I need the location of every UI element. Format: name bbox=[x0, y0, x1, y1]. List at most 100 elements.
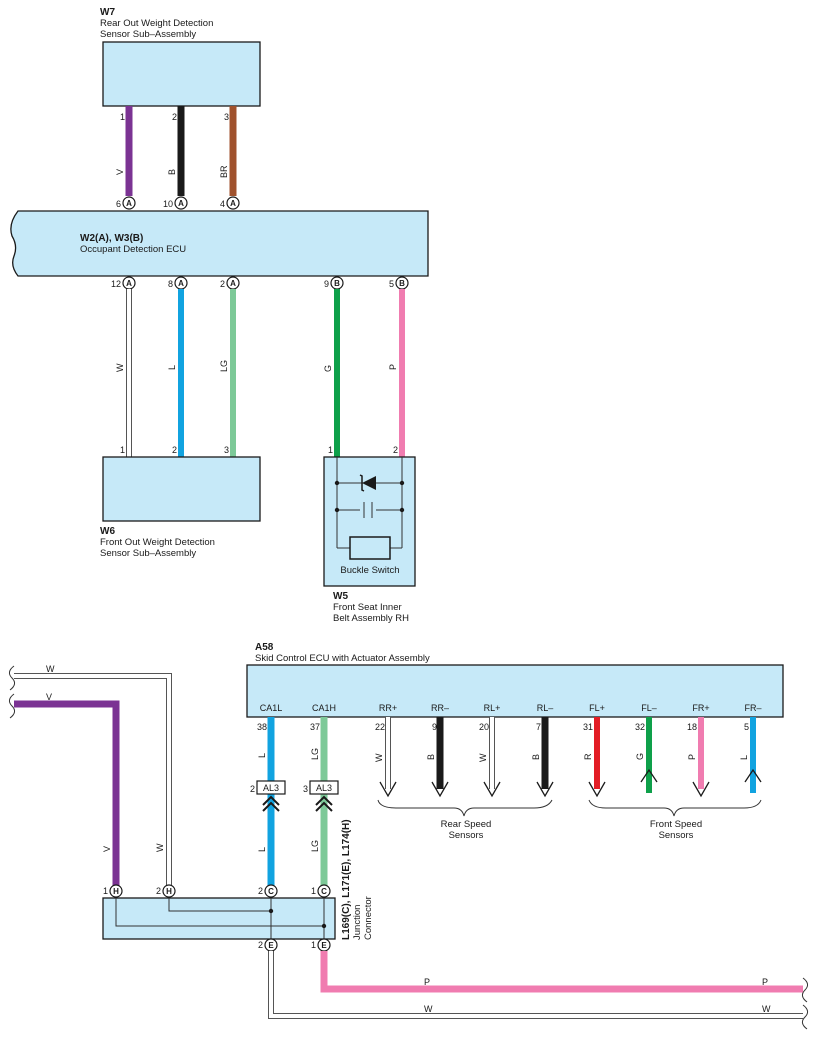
a58-pin-9: 9 bbox=[432, 722, 437, 732]
w6-pin-1: 1 bbox=[120, 445, 125, 455]
ecu-pin-5: 5 bbox=[389, 279, 394, 289]
arrow-fr-plus-icon bbox=[692, 781, 710, 798]
ecu-code: W2(A), W3(B) bbox=[80, 233, 143, 244]
wire-code-b: B bbox=[167, 169, 177, 175]
ecu-conn-letter: B bbox=[399, 279, 405, 288]
wire-code-v-left: V bbox=[46, 692, 52, 702]
term-rl-minus: RL– bbox=[537, 703, 554, 713]
wire-code-p-bottom-right: P bbox=[762, 977, 768, 987]
wire-code-lg: LG bbox=[219, 360, 229, 372]
wire-break-icon bbox=[801, 1004, 809, 1030]
front-sensors-line2: Sensors bbox=[659, 830, 694, 841]
ecu-pin-10: 10 bbox=[163, 199, 173, 209]
wire-code-p: P bbox=[388, 364, 398, 370]
al3-label: AL3 bbox=[316, 783, 332, 793]
wire-code-rr-minus: B bbox=[426, 754, 436, 760]
ecu-conn-letter: A bbox=[126, 199, 132, 208]
al3-label: AL3 bbox=[263, 783, 279, 793]
wire-code-l: L bbox=[167, 365, 177, 370]
junction-conn-letter: C bbox=[268, 887, 274, 896]
wire-code-ca1h: LG bbox=[310, 748, 320, 760]
wire-code-g: G bbox=[323, 365, 333, 372]
junction-code: L169(C), L171(E), L174(H) bbox=[341, 819, 352, 940]
al3-pin-3: 3 bbox=[303, 784, 308, 794]
ecu-conn-a-badge bbox=[226, 196, 240, 210]
wire-code-w: W bbox=[115, 363, 125, 372]
rear-sensors-brace bbox=[377, 799, 553, 817]
junction-connector-box bbox=[102, 897, 336, 940]
term-rr-plus: RR+ bbox=[379, 703, 397, 713]
a58-pin-32: 32 bbox=[635, 722, 645, 732]
wire-code-fl-minus: G bbox=[635, 753, 645, 760]
ecu-conn-letter: A bbox=[126, 279, 132, 288]
term-fr-plus: FR+ bbox=[692, 703, 709, 713]
ecu-conn-letter: A bbox=[178, 279, 184, 288]
wire-code-fr-minus: L bbox=[739, 755, 749, 760]
ecu-conn-a-badge bbox=[174, 196, 188, 210]
a58-pin-31: 31 bbox=[583, 722, 593, 732]
junction-conn-c-badge bbox=[264, 884, 278, 898]
wire-break-icon bbox=[801, 977, 809, 1003]
wire-v-left-to-junction bbox=[14, 700, 120, 886]
a58-pin-18: 18 bbox=[687, 722, 697, 732]
front-sensors-brace bbox=[588, 799, 762, 817]
al3-connector-box bbox=[256, 780, 286, 795]
wire-code-w-bottom-right: W bbox=[762, 1004, 771, 1014]
w6-name-line2: Sensor Sub–Assembly bbox=[100, 548, 196, 559]
w7-code: W7 bbox=[100, 7, 115, 18]
w5-internal-circuit bbox=[334, 457, 405, 560]
chevron-up-icon bbox=[262, 795, 280, 812]
a58-pin-37: 37 bbox=[310, 722, 320, 732]
wire-code-w-vertical: W bbox=[155, 843, 165, 852]
junction-pin-h2: 2 bbox=[156, 886, 161, 896]
w5-pin-2: 2 bbox=[393, 445, 398, 455]
wire-code-fl-plus: R bbox=[583, 753, 593, 760]
w6-sensor-box bbox=[102, 456, 261, 522]
wire-code-w-left: W bbox=[46, 664, 55, 674]
junction-conn-letter: E bbox=[268, 941, 274, 950]
w6-code: W6 bbox=[100, 526, 115, 537]
term-fl-minus: FL– bbox=[641, 703, 657, 713]
ecu-conn-letter: A bbox=[230, 199, 236, 208]
arrow-rl-plus-icon bbox=[483, 781, 501, 798]
wire-code-rl-minus: B bbox=[531, 754, 541, 760]
junction-pin-h1: 1 bbox=[103, 886, 108, 896]
term-ca1h: CA1H bbox=[312, 703, 336, 713]
w5-pin-1: 1 bbox=[328, 445, 333, 455]
a58-pin-22: 22 bbox=[375, 722, 385, 732]
junction-pin-e2: 2 bbox=[258, 940, 263, 950]
al3-connector-box bbox=[309, 780, 339, 795]
ecu-pin-8: 8 bbox=[168, 279, 173, 289]
w6-pin-3: 3 bbox=[224, 445, 229, 455]
w7-pin-1: 1 bbox=[120, 112, 125, 122]
ecu-conn-letter: B bbox=[334, 279, 340, 288]
junction-pin-c1: 1 bbox=[311, 886, 316, 896]
arrow-rr-minus-icon bbox=[431, 781, 449, 798]
wire-outline bbox=[268, 951, 803, 1019]
wire-code-rr-plus: W bbox=[374, 753, 384, 762]
junction-pin-c2: 2 bbox=[258, 886, 263, 896]
w7-pin-2: 2 bbox=[172, 112, 177, 122]
wire-code-br: BR bbox=[219, 165, 229, 178]
a58-pin-5: 5 bbox=[744, 722, 749, 732]
junction-conn-letter: H bbox=[166, 887, 172, 896]
occupant-ecu-box bbox=[10, 210, 429, 277]
rear-sensors-line2: Sensors bbox=[449, 830, 484, 841]
ecu-pin-4: 4 bbox=[220, 199, 225, 209]
front-sensors-line1: Front Speed bbox=[650, 819, 702, 830]
wire-code-w-bottom: W bbox=[424, 1004, 433, 1014]
wire-code-v: V bbox=[115, 169, 125, 175]
wire-break-icon bbox=[8, 693, 16, 719]
wire-p-junction-right bbox=[320, 951, 803, 993]
junction-conn-letter: E bbox=[321, 941, 327, 950]
wire-w-junction-right bbox=[269, 951, 803, 1018]
wire-code-rl-plus: W bbox=[478, 753, 488, 762]
wire-code-p-bottom: P bbox=[424, 977, 430, 987]
term-fl-plus: FL+ bbox=[589, 703, 605, 713]
junction-conn-letter: C bbox=[321, 887, 327, 896]
a58-pin-20: 20 bbox=[479, 722, 489, 732]
rear-sensors-line1: Rear Speed bbox=[441, 819, 492, 830]
al3-pin-2: 2 bbox=[250, 784, 255, 794]
w6-name-line1: Front Out Weight Detection bbox=[100, 537, 215, 548]
